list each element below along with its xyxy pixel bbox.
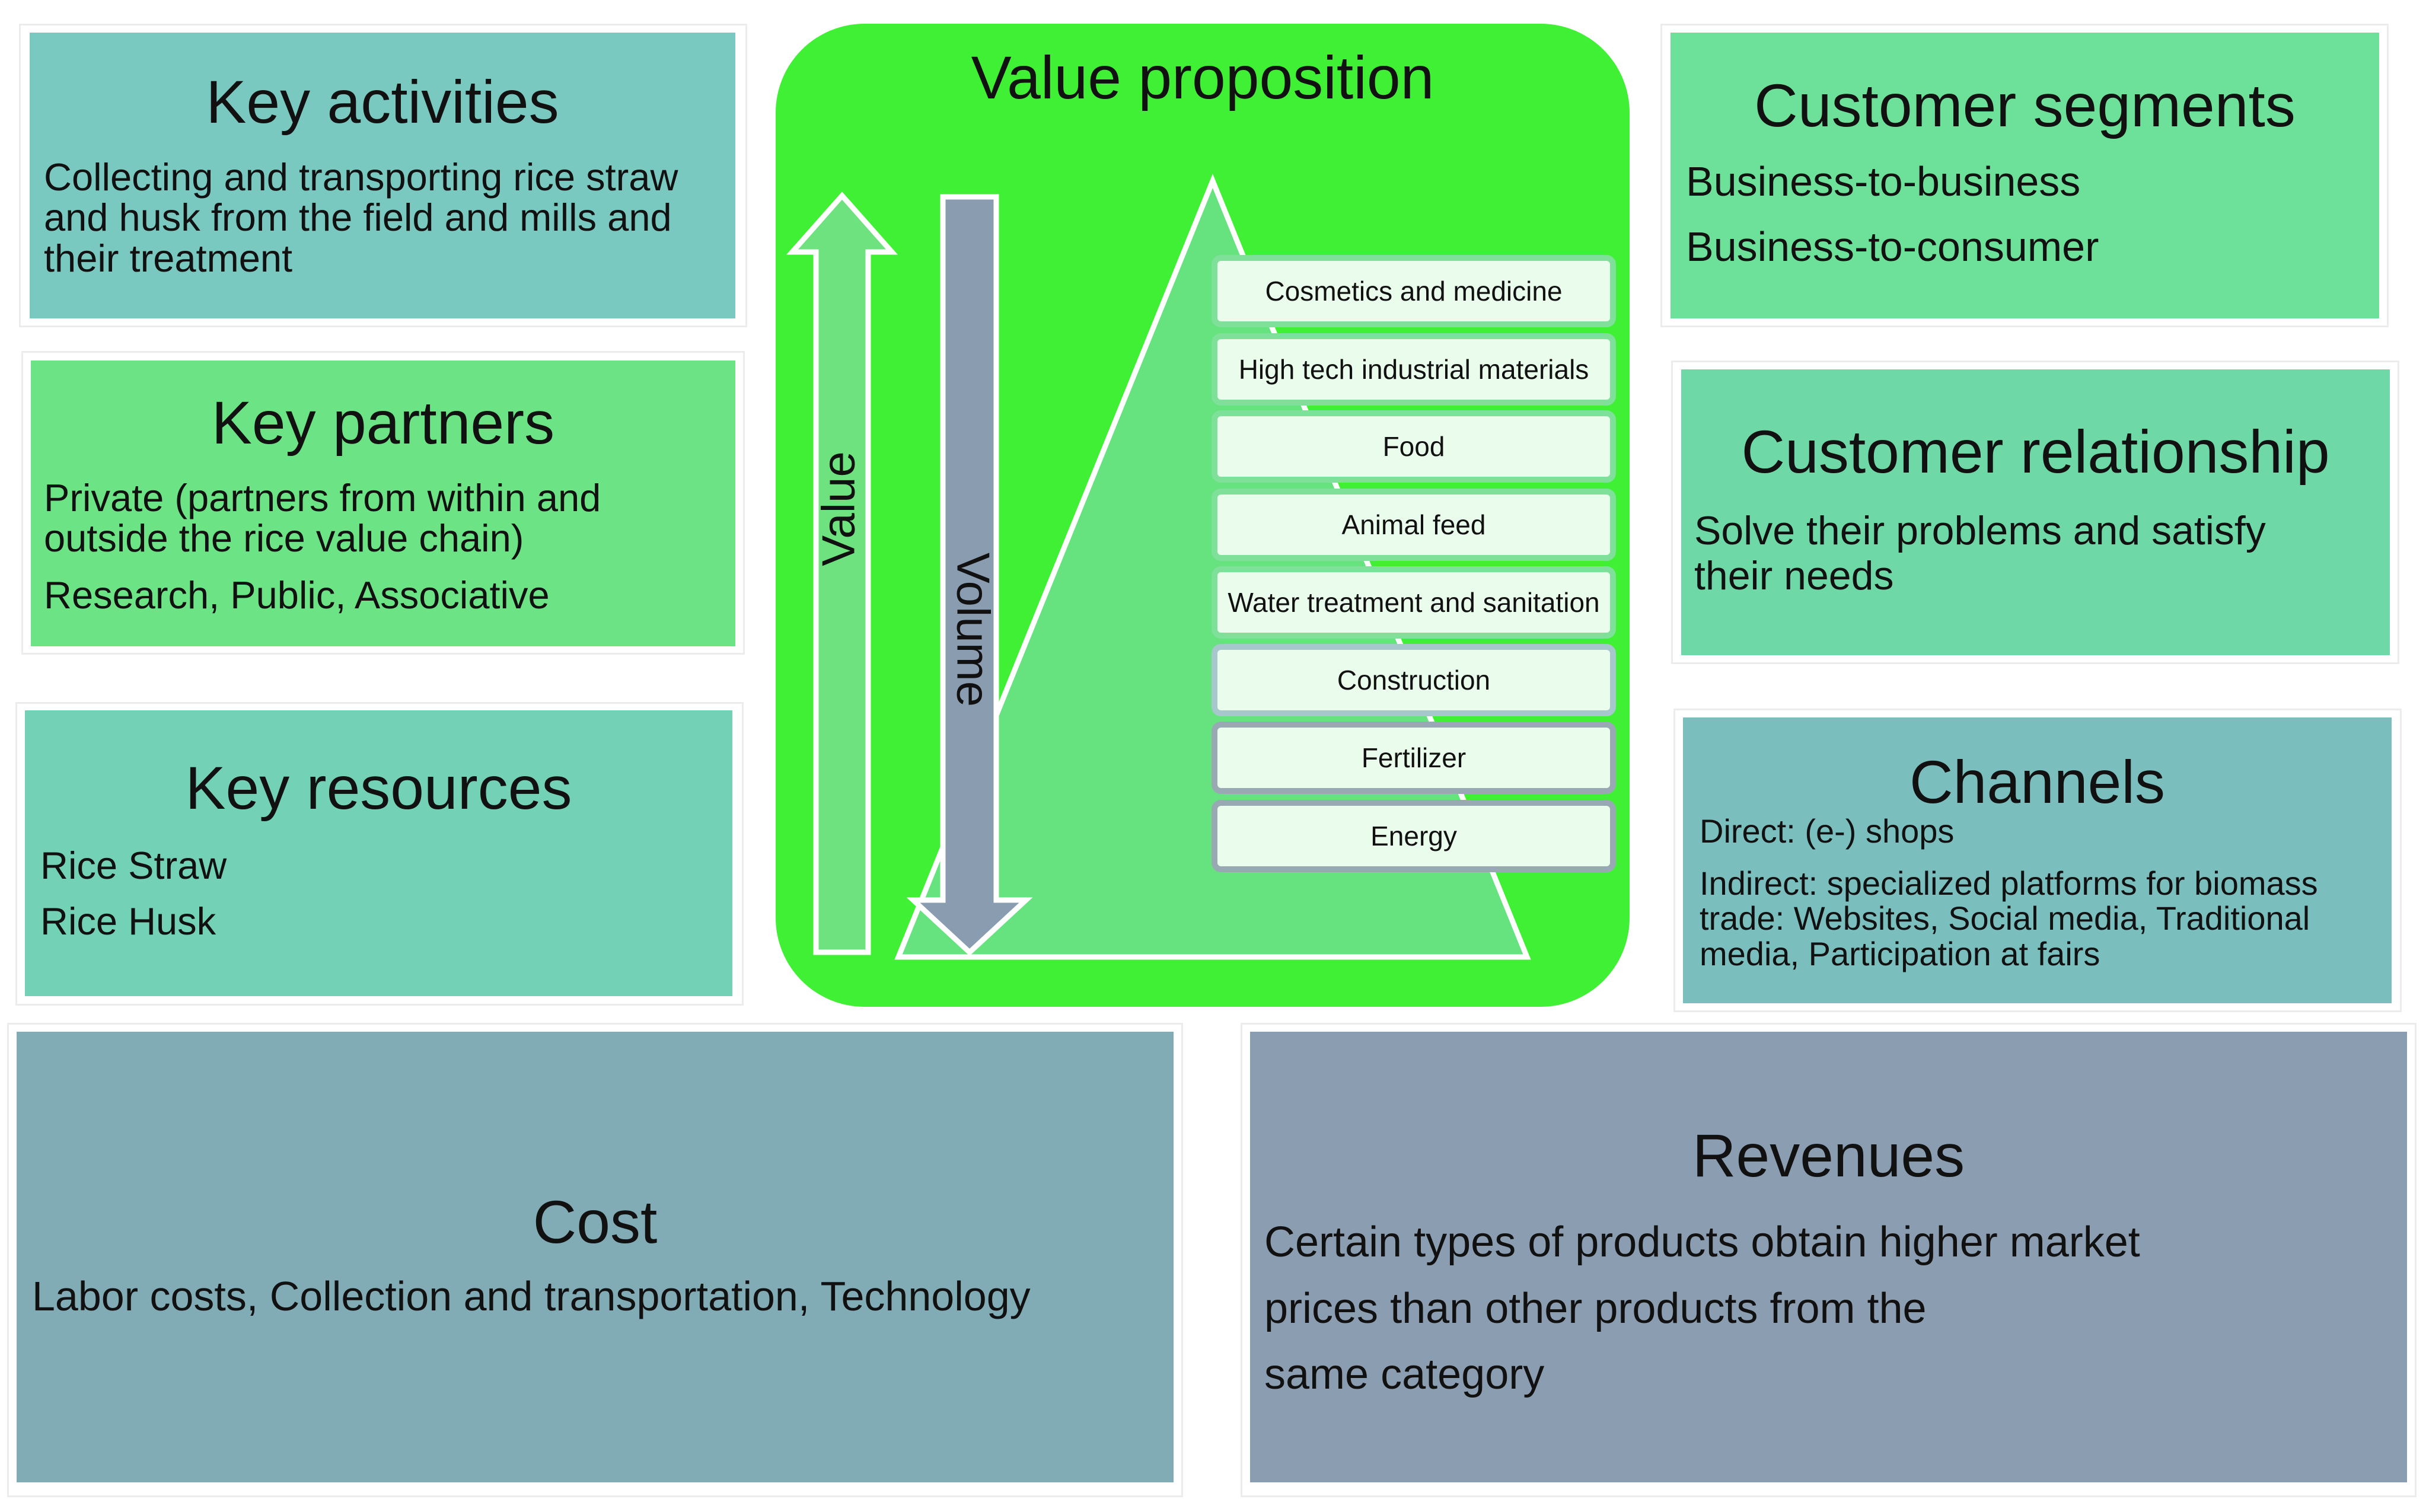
customer-relationship-frame xyxy=(1671,361,2399,664)
channels-title: Channels xyxy=(1909,748,2165,816)
key-resources-frame xyxy=(15,702,744,1006)
customer-segments-title: Customer segments xyxy=(1754,72,2296,139)
channels-indirect-line: trade: Websites, Social media, Tradition… xyxy=(1700,899,2310,937)
customer-relationship-title: Customer relationship xyxy=(1741,418,2330,486)
channels-indirect-line: Indirect: specialized platforms for biom… xyxy=(1700,865,2318,902)
revenues-frame xyxy=(1241,1023,2417,1497)
volume-arrow-label: Volume xyxy=(947,553,999,707)
revenues-text: Certain types of products obtain higher … xyxy=(1264,1210,2140,1408)
cost-title: Cost xyxy=(533,1188,658,1256)
key-resources-item: Rice Straw xyxy=(40,844,227,887)
customer-segments-item: Business-to-consumer xyxy=(1686,224,2099,270)
key-activities-line: Collecting and transporting rice straw xyxy=(44,155,678,199)
pyramid-tier: Food xyxy=(1212,410,1616,483)
pyramid-tier: High tech industrial materials xyxy=(1212,333,1616,406)
cost-text: Labor costs, Collection and transportati… xyxy=(32,1273,1031,1319)
revenues-line: Certain types of products obtain higher … xyxy=(1264,1218,2140,1266)
key-partners-frame xyxy=(21,351,745,655)
key-activities-text: Collecting and transporting rice straw a… xyxy=(44,157,678,279)
customer-segments-box: Customer segments Business-to-business B… xyxy=(1671,33,2379,318)
customer-relationship-text: Solve their problems and satisfy their n… xyxy=(1694,508,2266,598)
key-resources-item: Rice Husk xyxy=(40,899,216,943)
revenues-line: prices than other products from the xyxy=(1264,1284,1927,1332)
pyramid-tier: Fertilizer xyxy=(1212,722,1616,794)
key-activities-title: Key activities xyxy=(206,68,559,136)
key-partners-text: Private (partners from within and outsid… xyxy=(44,476,601,560)
key-activities-box: Key activities Collecting and transporti… xyxy=(30,33,735,318)
customer-relationship-line: Solve their problems and satisfy xyxy=(1694,508,2266,553)
channels-direct: Direct: (e-) shops xyxy=(1700,812,1955,850)
channels-box: Channels Direct: (e-) shops Indirect: sp… xyxy=(1683,717,2392,1003)
value-proposition-title: Value proposition xyxy=(971,44,1434,111)
customer-relationship-line: their needs xyxy=(1694,553,1894,599)
channels-frame xyxy=(1673,709,2402,1012)
pyramid-tier: Construction xyxy=(1212,644,1616,716)
key-partners-box: Key partners Private (partners from with… xyxy=(31,361,735,646)
key-resources-box: Key resources Rice Straw Rice Husk xyxy=(25,710,732,996)
channels-indirect: Indirect: specialized platforms for biom… xyxy=(1700,866,2318,971)
customer-segments-frame xyxy=(1660,24,2389,327)
key-activities-line: their treatment xyxy=(44,236,293,280)
key-activities-line: and husk from the field and mills and xyxy=(44,196,672,240)
pyramid-tier: Animal feed xyxy=(1212,489,1616,561)
key-partners-title: Key partners xyxy=(211,389,555,457)
revenues-line: same category xyxy=(1264,1351,1545,1399)
value-arrow-label: Value xyxy=(812,451,865,566)
pyramid-tier: Energy xyxy=(1212,800,1616,872)
channels-indirect-line: media, Participation at fairs xyxy=(1700,934,2100,972)
key-activities-frame xyxy=(19,24,747,327)
key-partners-line: Private (partners from within and xyxy=(44,476,601,519)
pyramid-tier: Water treatment and sanitation xyxy=(1212,566,1616,639)
revenues-title: Revenues xyxy=(1692,1122,1965,1189)
customer-relationship-box: Customer relationship Solve their proble… xyxy=(1681,369,2390,655)
volume-arrow xyxy=(906,194,1033,956)
cost-frame xyxy=(7,1023,1183,1497)
value-arrow xyxy=(786,192,898,955)
key-partners-extra: Research, Public, Associative xyxy=(44,573,550,617)
revenues-box: Revenues Certain types of products obtai… xyxy=(1250,1032,2407,1482)
key-partners-line: outside the rice value chain) xyxy=(44,516,524,560)
customer-segments-item: Business-to-business xyxy=(1686,158,2081,205)
cost-box: Cost Labor costs, Collection and transpo… xyxy=(17,1032,1174,1482)
key-resources-title: Key resources xyxy=(185,754,572,822)
pyramid-tier: Cosmetics and medicine xyxy=(1212,255,1616,327)
